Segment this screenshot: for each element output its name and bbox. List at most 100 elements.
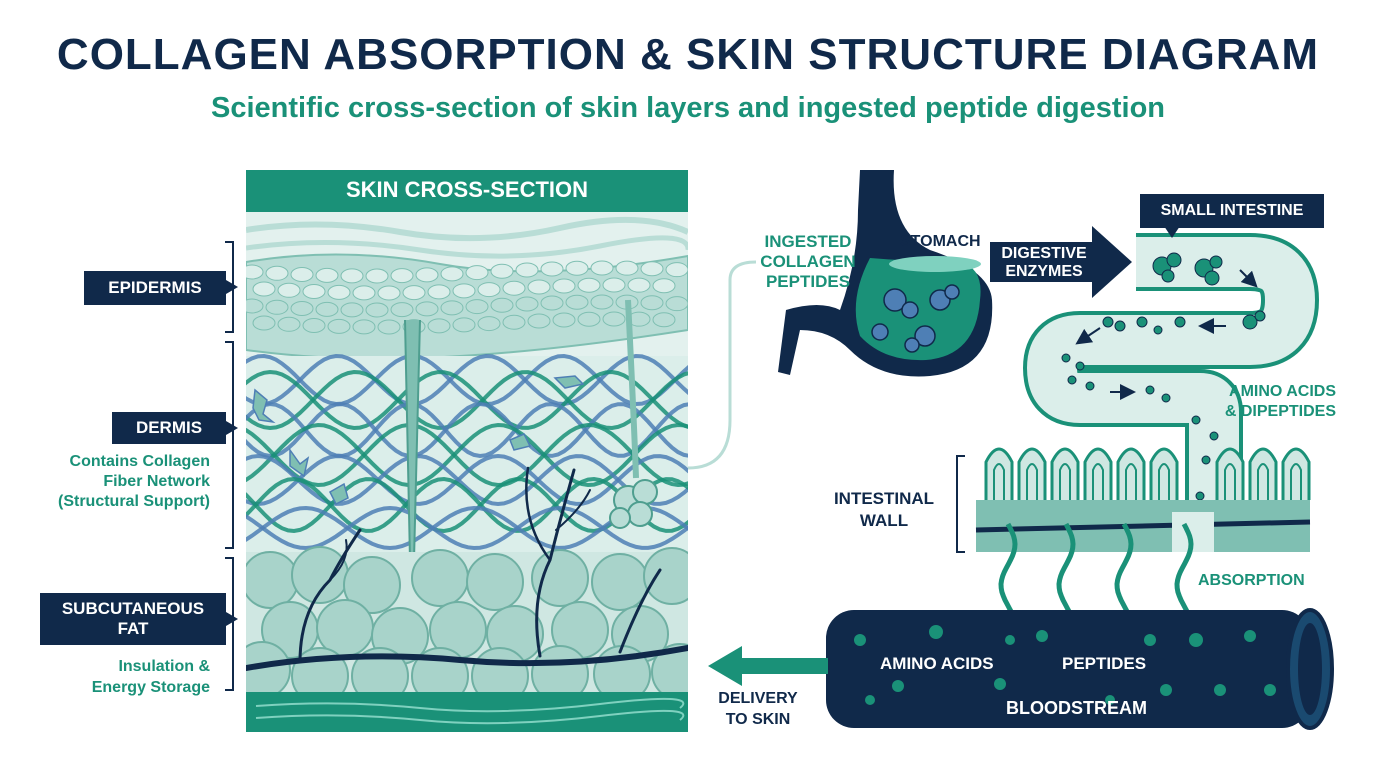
collagen-fiber: [246, 401, 688, 459]
epidermis-cell: [377, 285, 401, 301]
small-intestine-tube: [1023, 233, 1319, 510]
epidermis-cell: [327, 318, 351, 334]
collagen-fiber: [246, 369, 688, 431]
epidermis-cells: [246, 260, 688, 335]
epidermis-cell: [565, 260, 589, 276]
intestinal-villi: [984, 447, 1311, 500]
epidermis-cell: [415, 301, 439, 317]
villus-core: [1257, 463, 1269, 500]
epidermis-cell: [252, 281, 276, 297]
deep-tissue-band: [246, 692, 688, 732]
epidermis-cell: [452, 317, 476, 333]
skin-surface-line: [246, 216, 688, 242]
epidermis-cell: [440, 300, 464, 316]
epidermis-cell: [365, 268, 389, 284]
wall-bracket: [956, 455, 965, 553]
dermis-note-line: Fiber Network: [103, 473, 210, 490]
epidermis-cell: [340, 302, 364, 318]
ingested-label-line: PEPTIDES: [765, 272, 851, 291]
epidermis-cell: [252, 315, 276, 331]
epidermis-cell: [315, 301, 339, 317]
epidermis-cell: [465, 265, 489, 281]
villus-core: [1158, 463, 1170, 500]
peptide-particles: [1061, 252, 1266, 501]
epidermis-cell: [640, 295, 664, 311]
epidermis-cell: [340, 268, 364, 284]
delivery-label-line: DELIVERY: [718, 690, 798, 707]
epidermis-cell: [352, 285, 376, 301]
collagen-fiber: [246, 453, 688, 507]
villus-core: [1092, 463, 1104, 500]
epidermis-cell: [490, 297, 514, 313]
bloodstream-label: BLOODSTREAM: [1006, 698, 1147, 718]
epidermis-cell: [246, 264, 264, 280]
epidermis-cell: [665, 262, 688, 278]
epidermis-cell: [315, 267, 339, 283]
epidermis-cell: [665, 296, 688, 312]
intestinal-wall: [975, 447, 1311, 552]
delivery-arrow: [708, 646, 828, 686]
epidermis-cell: [477, 316, 501, 332]
epidermis-cell: [502, 314, 526, 330]
skin-heading-bar: [246, 170, 688, 212]
epidermis-cell: [502, 280, 526, 296]
ingested-label-line: INGESTED: [764, 232, 852, 251]
villus: [1116, 447, 1146, 500]
epidermis-cell: [365, 302, 389, 318]
fat-cell: [291, 546, 349, 604]
epidermis-cell: [352, 319, 376, 335]
fat-label-line: SUBCUTANEOUS: [61, 599, 205, 618]
flow-arrows: [1075, 269, 1258, 400]
blood-peptides-label: PEPTIDES: [1062, 654, 1147, 673]
fat-cell: [411, 549, 469, 607]
stomach-label: STOMACH: [900, 233, 981, 250]
epidermis-cell: [615, 260, 639, 276]
villus-core: [993, 463, 1005, 500]
fat-label: SUBCUTANEOUS FAT: [40, 593, 226, 645]
fat-cells: [246, 546, 688, 705]
epidermis-cell: [265, 299, 289, 315]
connector-line: [687, 260, 757, 470]
page-title: COLLAGEN ABSORPTION & SKIN STRUCTURE DIA…: [56, 30, 1320, 79]
ingested-label: INGESTED COLLAGEN PEPTIDES: [748, 232, 868, 292]
fat-cell: [246, 641, 291, 699]
villus: [1281, 447, 1311, 500]
epidermis-cell: [515, 296, 539, 312]
fat-note-line: Insulation &: [118, 658, 210, 675]
collagen-fiber: [246, 422, 688, 488]
absorption-wave: [998, 522, 1018, 617]
epidermis-cell: [452, 283, 476, 299]
epidermis-cell: [565, 294, 589, 310]
enzymes-label-line: ENZYMES: [1005, 263, 1083, 280]
small-intestine-label: SMALL INTESTINE: [1140, 194, 1324, 228]
villus: [1248, 447, 1278, 500]
blood-vessels: [246, 466, 688, 671]
villus: [1083, 447, 1113, 500]
amino-dipeptides-line: AMINO ACIDS: [1229, 383, 1336, 400]
epidermis-cell: [627, 277, 651, 293]
fat-cell: [643, 547, 688, 605]
collagen-fiber: [246, 401, 688, 459]
epidermis-cell: [290, 300, 314, 316]
epidermis-cell: [552, 312, 576, 328]
amino-dipeptides-label: AMINO ACIDS & DIPEPTIDES: [1196, 382, 1336, 422]
stomach-organ: [778, 170, 993, 377]
epidermis-cell: [402, 285, 426, 301]
page-subtitle: Scientific cross-section of skin layers …: [210, 92, 1165, 124]
villus: [1149, 447, 1179, 500]
absorption-wave: [1174, 522, 1194, 617]
dermis-note-line: (Structural Support): [58, 493, 210, 510]
sweat-gland: [609, 479, 658, 529]
epidermis-cell: [290, 266, 314, 282]
dermis-label: DERMIS: [112, 412, 226, 444]
fat-cell: [343, 556, 401, 614]
fat-note: Insulation & Energy Storage: [20, 656, 210, 698]
villus-core: [1059, 463, 1071, 500]
fat-note-line: Energy Storage: [91, 679, 210, 696]
epidermis-label: EPIDERMIS: [84, 271, 226, 305]
fat-cell: [466, 553, 524, 611]
sweat-duct: [625, 299, 639, 479]
epidermis-cell: [465, 299, 489, 315]
epidermis-cell: [246, 298, 264, 314]
